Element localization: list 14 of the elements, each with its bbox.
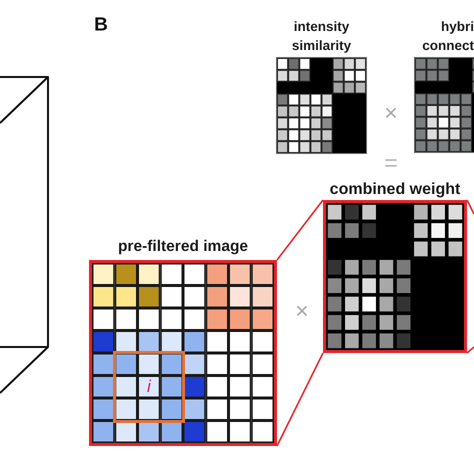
equals-sign: = — [384, 152, 398, 174]
pixel-index-label: i — [146, 378, 151, 396]
multiply-sign: × — [295, 300, 309, 322]
panel-letter: B — [94, 16, 108, 34]
neighborhood-window — [112, 351, 185, 422]
grid-title: pre-filtered image — [118, 237, 248, 256]
grid-title: hybri connect — [422, 18, 474, 55]
grid-title: combined weight — [330, 180, 460, 199]
zoom-line — [466, 200, 474, 214]
zoom-line — [276, 200, 324, 260]
zoom-line — [276, 352, 324, 446]
grid-title: intensity similarity — [292, 18, 352, 55]
zoom-line — [466, 346, 474, 354]
multiply-sign: × — [384, 102, 398, 124]
